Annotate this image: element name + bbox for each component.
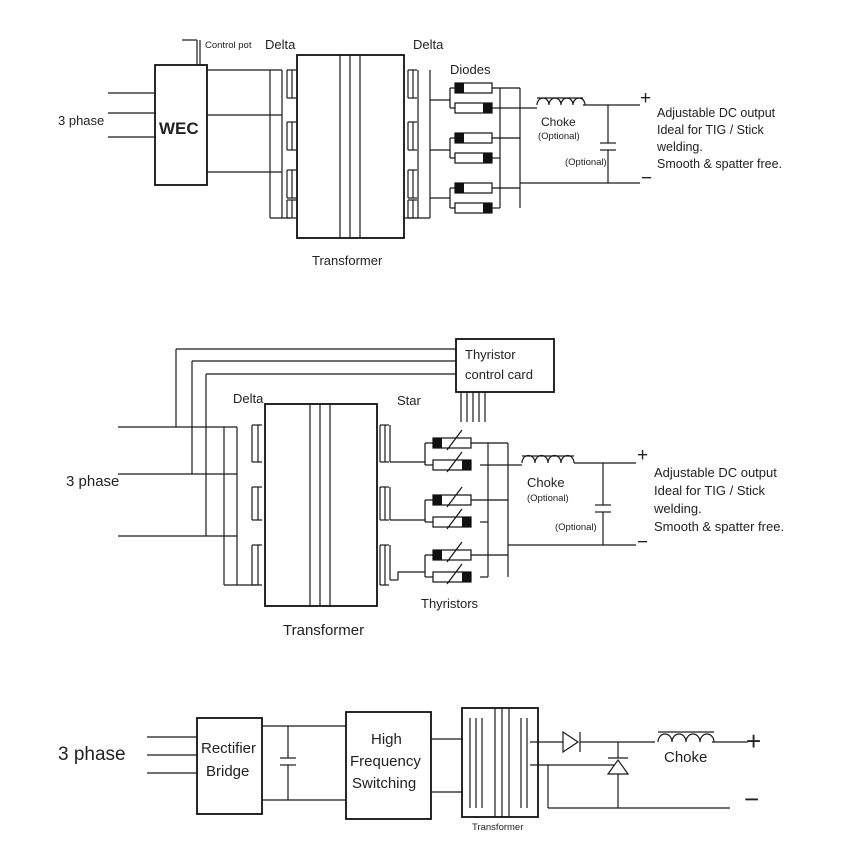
hf-switching-box <box>345 711 432 820</box>
output-rails-1 <box>492 88 640 209</box>
primary-label-1: Delta <box>265 37 296 52</box>
diagram-1-diode-rectifier: 3 phase WEC Control pot Delta Delta <box>58 37 782 268</box>
switching-line: Frequency <box>350 753 421 770</box>
secondary-windings-1 <box>407 69 417 219</box>
device-band <box>455 183 464 193</box>
freewheel-diode-3 <box>606 757 630 775</box>
transformer-label-3: Transformer <box>472 822 523 833</box>
device-band <box>483 203 492 213</box>
choke-label-2: Choke <box>527 475 565 490</box>
output-line: Ideal for TIG / Stick <box>657 123 765 137</box>
cap-note-2: (Optional) <box>555 522 597 533</box>
output-line: Smooth & spatter free. <box>654 519 784 534</box>
device-lead <box>446 451 463 473</box>
device-band <box>433 495 442 505</box>
output-line: Smooth & spatter free. <box>657 157 782 171</box>
transformer-core-2 <box>264 403 378 607</box>
secondary-label-1: Delta <box>413 37 444 52</box>
minus-terminal-3: − <box>744 784 759 814</box>
control-feed-lines <box>175 348 486 536</box>
hf-to-transformer-3 <box>431 738 463 793</box>
output-line: Adjustable DC output <box>654 465 777 480</box>
input-label-3: 3 phase <box>58 744 126 765</box>
device-band <box>483 103 492 113</box>
output-rails-2 <box>480 443 636 578</box>
device-lead <box>446 541 463 563</box>
device-band <box>462 460 471 470</box>
device-band <box>455 133 464 143</box>
choke-note-1: (Optional) <box>538 131 580 142</box>
control-pot-icon <box>182 39 201 65</box>
choke-label-1: Choke <box>541 115 576 129</box>
control-card-line: Thyristor <box>465 347 516 362</box>
minus-terminal-2: − <box>637 532 648 553</box>
transformer-core-lines-3 <box>469 708 528 817</box>
device-band <box>483 153 492 163</box>
switching-line: Switching <box>352 775 416 792</box>
primary-label-2: Delta <box>233 391 264 406</box>
wec-output-lines <box>207 69 290 219</box>
choke-coil-2 <box>521 454 575 464</box>
output-line: Adjustable DC output <box>657 106 776 120</box>
choke-coil-3 <box>657 733 715 743</box>
transformer-core-lines-1 <box>339 55 361 238</box>
plus-terminal-2: + <box>637 445 648 466</box>
secondary-label-2: Star <box>397 393 422 408</box>
wec-box <box>154 64 208 186</box>
secondary-windings-2 <box>379 424 389 586</box>
diode-bridge-1 <box>449 82 520 214</box>
choke-label-3: Choke <box>664 749 707 766</box>
device-lead <box>446 563 463 585</box>
device-band <box>462 517 471 527</box>
device-band <box>433 550 442 560</box>
rectifier-line: Bridge <box>206 763 249 780</box>
diagram-3-inverter: 3 phase Rectifier Bridge High Frequency … <box>58 707 761 833</box>
output-line: welding. <box>656 140 703 154</box>
diode-3 <box>562 730 581 754</box>
thyristors-label: Thyristors <box>421 596 479 611</box>
device-lead <box>446 508 463 530</box>
device-band <box>462 572 471 582</box>
choke-coil-1 <box>536 97 586 106</box>
output-circuit-3 <box>530 741 748 809</box>
secondary-leads-1 <box>404 70 450 219</box>
plus-terminal-1: + <box>640 88 651 109</box>
diodes-label: Diodes <box>450 62 491 77</box>
choke-note-2: (Optional) <box>527 493 569 504</box>
thyristor-control-card <box>455 338 555 393</box>
plus-terminal-3: + <box>746 726 761 756</box>
rectifier-line: Rectifier <box>201 740 256 757</box>
device-band <box>455 83 464 93</box>
cap-note-1: (Optional) <box>565 157 607 168</box>
input-label-2: 3 phase <box>66 473 119 490</box>
control-pot-label: Control pot <box>205 40 252 51</box>
output-description-2: Adjustable DC output Ideal for TIG / Sti… <box>653 465 784 534</box>
control-card-line: control card <box>465 367 533 382</box>
rectifier-bridge-box <box>196 717 263 815</box>
input-lines-3 <box>147 736 197 774</box>
switching-line: High <box>371 731 402 748</box>
output-description-1: Adjustable DC output Ideal for TIG / Sti… <box>656 106 782 171</box>
primary-windings-2 <box>251 424 262 586</box>
thyristor-bridge-2 <box>424 429 508 585</box>
minus-terminal-1: − <box>641 168 652 189</box>
output-line: welding. <box>653 501 702 516</box>
wec-label: WEC <box>159 119 199 138</box>
transformer-label-2: Transformer <box>283 622 364 639</box>
diagram-2-thyristor-rectifier: Thyristor control card 3 phase <box>66 338 784 639</box>
transformer-core-3 <box>461 707 539 818</box>
dc-bus-3 <box>262 725 346 801</box>
device-lead <box>446 429 463 451</box>
star-leads-2 <box>389 425 425 581</box>
output-line: Ideal for TIG / Stick <box>654 483 766 498</box>
input-label-1: 3 phase <box>58 113 104 128</box>
transformer-core-lines-2 <box>309 404 331 606</box>
input-lines-1 <box>108 92 155 138</box>
device-band <box>433 438 442 448</box>
input-lines-2 <box>118 426 257 586</box>
transformer-label-1: Transformer <box>312 253 383 268</box>
primary-windings-1 <box>286 69 296 219</box>
device-lead <box>446 486 463 508</box>
